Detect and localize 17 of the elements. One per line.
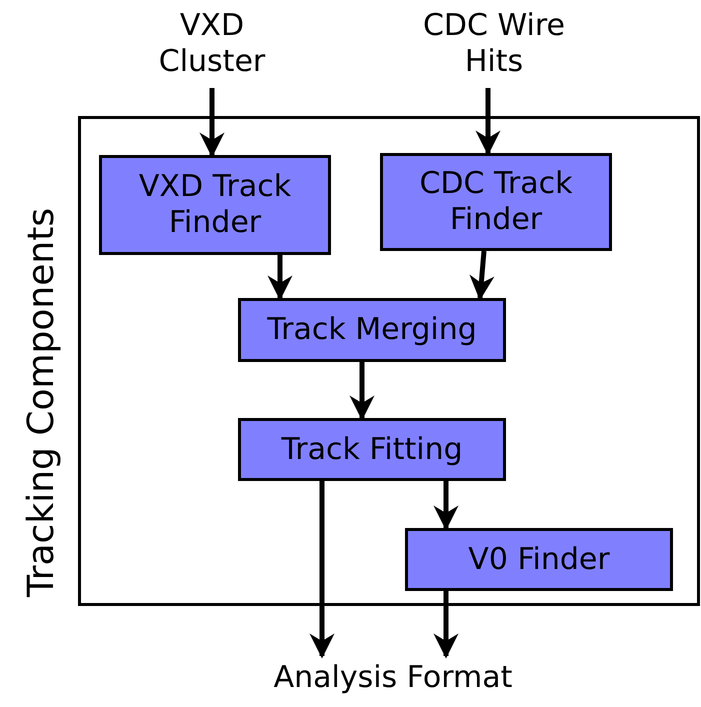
group-title: Tracking Components bbox=[21, 208, 62, 597]
input-label: VXD Cluster bbox=[158, 8, 266, 80]
process-box: V0 Finder bbox=[405, 528, 673, 591]
process-box: Track Fitting bbox=[238, 418, 506, 481]
arrow bbox=[310, 481, 334, 658]
output-label: Analysis Format bbox=[272, 660, 514, 696]
process-box: Track Merging bbox=[238, 298, 506, 362]
arrow bbox=[434, 481, 458, 530]
arrow bbox=[268, 255, 292, 300]
arrow bbox=[434, 591, 458, 658]
arrow bbox=[200, 88, 224, 158]
arrow bbox=[350, 362, 374, 420]
arrow bbox=[469, 250, 494, 300]
process-box: VXD Track Finder bbox=[99, 155, 331, 255]
process-box: CDC Track Finder bbox=[380, 153, 612, 251]
arrow bbox=[476, 88, 500, 156]
input-label: CDC Wire Hits bbox=[422, 8, 566, 80]
